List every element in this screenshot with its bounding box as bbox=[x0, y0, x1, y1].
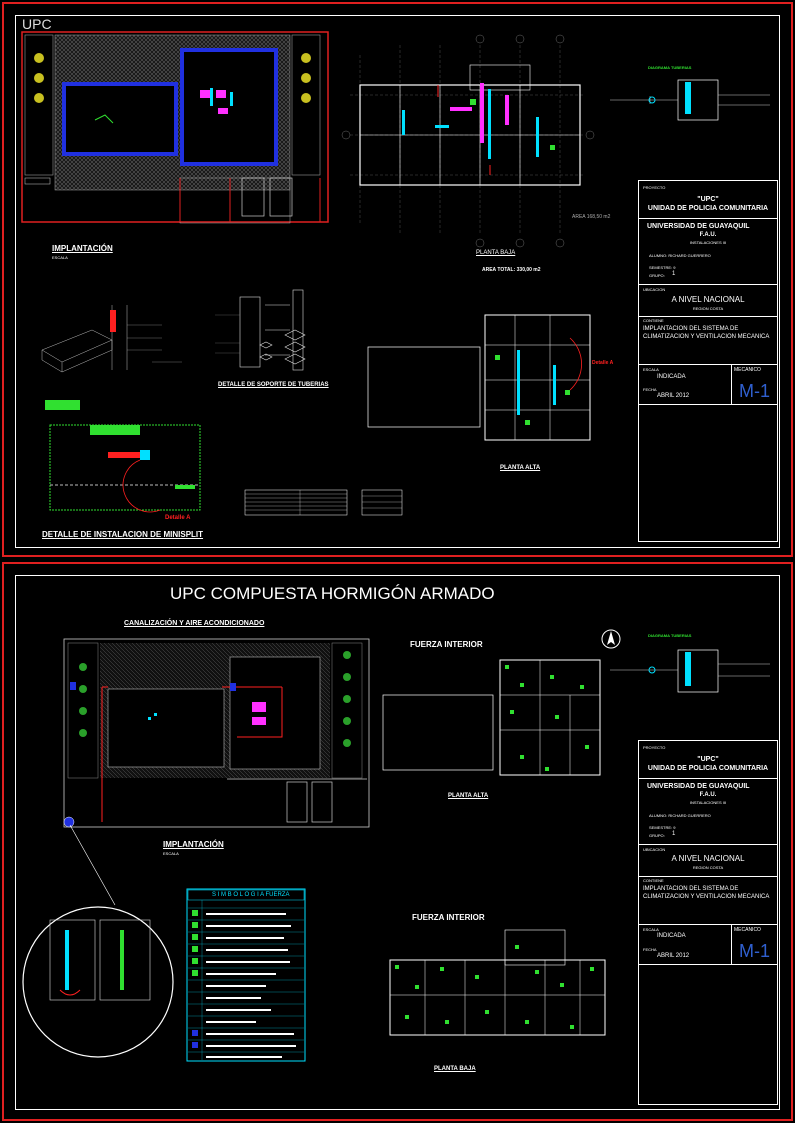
tb1-region: REGION COSTA bbox=[692, 306, 724, 311]
tb2-fecha: ABRIL 2012 bbox=[657, 953, 690, 959]
tb1-grupo-value: 1 bbox=[672, 271, 676, 277]
sheet-1-planta-baja-plan bbox=[341, 34, 595, 248]
sheet-2-canalizacion: CANALIZACIÓN Y AIRE ACONDICIONADO bbox=[124, 620, 265, 627]
tb2-proyecto-label: PROYECTO bbox=[643, 745, 666, 750]
sheet-2-implantacion-scale: ESCALA bbox=[163, 851, 179, 856]
tb1-ubicacion-label: UBICACION bbox=[643, 287, 666, 292]
tb2-course: INSTALACIONES III bbox=[689, 800, 727, 805]
tb2-ubicacion-label: UBICACION bbox=[643, 847, 666, 852]
sheet-1-implantacion-scale: ESCALA bbox=[52, 255, 68, 260]
tb2-fecha-label: FECHA bbox=[643, 947, 657, 952]
sheet-1-planta-baja-area: AREA 168,50 m2 bbox=[572, 214, 611, 220]
sheet-1-pipe-diagram bbox=[610, 79, 770, 121]
sheet-1-site-plan bbox=[21, 31, 329, 224]
tb1-contiene-label: CONTIENE bbox=[643, 318, 664, 323]
tb1-semestre: SEMESTRE: 9 bbox=[649, 265, 676, 270]
tb2-lamina-label: MECANICO bbox=[734, 927, 761, 933]
tb2-grupo-label: GRUPO: bbox=[649, 833, 665, 838]
tb1-contiene: IMPLANTACION DEL SISTEMA DE CLIMATIZACIO… bbox=[643, 326, 770, 340]
tb1-fecha-label: FECHA bbox=[643, 387, 657, 392]
sheet-1-implantacion-title: IMPLANTACIÓN bbox=[52, 244, 113, 253]
sheet-2-fuerza-plan-baja bbox=[389, 929, 606, 1036]
sheet-2-fuerza-plan-alta bbox=[382, 659, 601, 776]
tb1-proyecto-label: PROYECTO bbox=[643, 185, 666, 190]
sheet-1-detail-a-label: Detalle A bbox=[165, 515, 191, 521]
tb2-ubicacion: A NIVEL NACIONAL bbox=[671, 854, 745, 863]
tb1-ubicacion: A NIVEL NACIONAL bbox=[671, 295, 745, 304]
north-arrow-icon bbox=[601, 629, 621, 649]
sheet-1-support-detail bbox=[215, 289, 306, 371]
sheet-1-minisplit-detail bbox=[45, 400, 201, 513]
tb2-faculty: F.A.U. bbox=[699, 792, 717, 798]
sheet-1-minisplit-title: DETALLE DE INSTALACION DE MINISPLIT bbox=[42, 530, 204, 539]
tb2-escala: INDICADA bbox=[657, 933, 686, 939]
tb1-lamina-label: MECANICO bbox=[734, 367, 761, 373]
sheet-1-planta-alta-title: PLANTA ALTA bbox=[500, 465, 541, 471]
tb1-fecha: ABRIL 2012 bbox=[657, 393, 690, 399]
sheet-1-border bbox=[2, 2, 793, 557]
tb2-contiene-label: CONTIENE bbox=[643, 878, 664, 883]
sheet-2-site-plan bbox=[63, 638, 370, 828]
sheet-1-support-title: DETALLE DE SOPORTE DE TUBERIAS bbox=[218, 382, 329, 388]
tb2-grupo-value: 1 bbox=[672, 831, 676, 837]
sheet-1-area-total: AREA TOTAL: 330,00 m2 bbox=[482, 267, 541, 273]
tb1-project-name: "UPC" bbox=[697, 196, 719, 203]
tb1-project-sub: UNIDAD DE POLICIA COMUNITARIA bbox=[647, 205, 769, 212]
sheet-1-legend-tables bbox=[244, 489, 403, 516]
sheet-1-planta-alta-plan bbox=[367, 314, 591, 441]
sheet-2-frame bbox=[15, 575, 780, 1110]
tb2-lamina: M-1 bbox=[739, 941, 770, 961]
tb1-university: UNIVERSIDAD DE GUAYAQUIL bbox=[647, 223, 750, 230]
title-block-2: PROYECTO "UPC" UNIDAD DE POLICIA COMUNIT… bbox=[638, 740, 778, 1105]
sheet-2-implantacion-title: IMPLANTACIÓN bbox=[163, 840, 224, 849]
tb2-escala-label: ESCALA bbox=[643, 927, 659, 932]
sheet-2-fuerza-interior-1: FUERZA INTERIOR bbox=[410, 640, 483, 649]
tb2-alumno: ALUMNO: RICHARD GUERRERO bbox=[649, 813, 711, 818]
tb2-semestre: SEMESTRE: 9 bbox=[649, 825, 676, 830]
sheet-2-symbology-table bbox=[186, 888, 306, 1062]
tb1-lamina: M-1 bbox=[739, 381, 770, 401]
tb1-course: INSTALACIONES III bbox=[689, 240, 727, 245]
tb1-escala-label: ESCALA bbox=[643, 367, 659, 372]
sheet-1-frame bbox=[15, 15, 780, 548]
sheet-2-fuerza-interior-2: FUERZA INTERIOR bbox=[412, 913, 485, 922]
title-block-1: PROYECTO "UPC" UNIDAD DE POLICIA COMUNIT… bbox=[638, 180, 778, 542]
sheet-1-corner-tag: UPC bbox=[22, 16, 52, 32]
sheet-2-symbology-title: S I M B O L O G I A FUERZA bbox=[212, 892, 290, 898]
sheet-2-border bbox=[2, 562, 793, 1121]
sheet-1-pipe-diagram-title: DIAGRAMA TUBERIAS bbox=[648, 65, 692, 70]
sheet-2-pipe-diagram bbox=[610, 649, 770, 693]
tb1-escala: INDICADA bbox=[657, 374, 686, 380]
sheet-1-minisplit-iso bbox=[41, 305, 182, 373]
tb2-university: UNIVERSIDAD DE GUAYAQUIL bbox=[647, 783, 750, 790]
sheet-2-planta-alta-title: PLANTA ALTA bbox=[448, 793, 489, 799]
tb1-alumno: ALUMNO: RICHARD GUERRERO bbox=[649, 253, 711, 258]
tb2-project-name: "UPC" bbox=[697, 756, 719, 763]
sheet-2-planta-baja-title: PLANTA BAJA bbox=[434, 1066, 476, 1072]
sheet-1-planta-baja-title: PLANTA BAJA bbox=[476, 250, 516, 256]
tb2-project-sub: UNIDAD DE POLICIA COMUNITARIA bbox=[647, 765, 769, 772]
tb2-contiene: IMPLANTACION DEL SISTEMA DE CLIMATIZACIO… bbox=[643, 886, 770, 900]
tb2-region: REGION COSTA bbox=[692, 865, 724, 870]
sheet-2-title: UPC COMPUESTA HORMIGÓN ARMADO bbox=[170, 584, 495, 603]
sheet-2-zoom-detail bbox=[22, 824, 174, 1058]
sheet-1-detail-a-label-top: Detalle A bbox=[592, 360, 614, 366]
sheet-2-pipe-diagram-title: DIAGRAMA TUBERIAS bbox=[648, 633, 692, 638]
tb1-faculty: F.A.U. bbox=[699, 232, 717, 238]
tb1-grupo-label: GRUPO: bbox=[649, 273, 665, 278]
